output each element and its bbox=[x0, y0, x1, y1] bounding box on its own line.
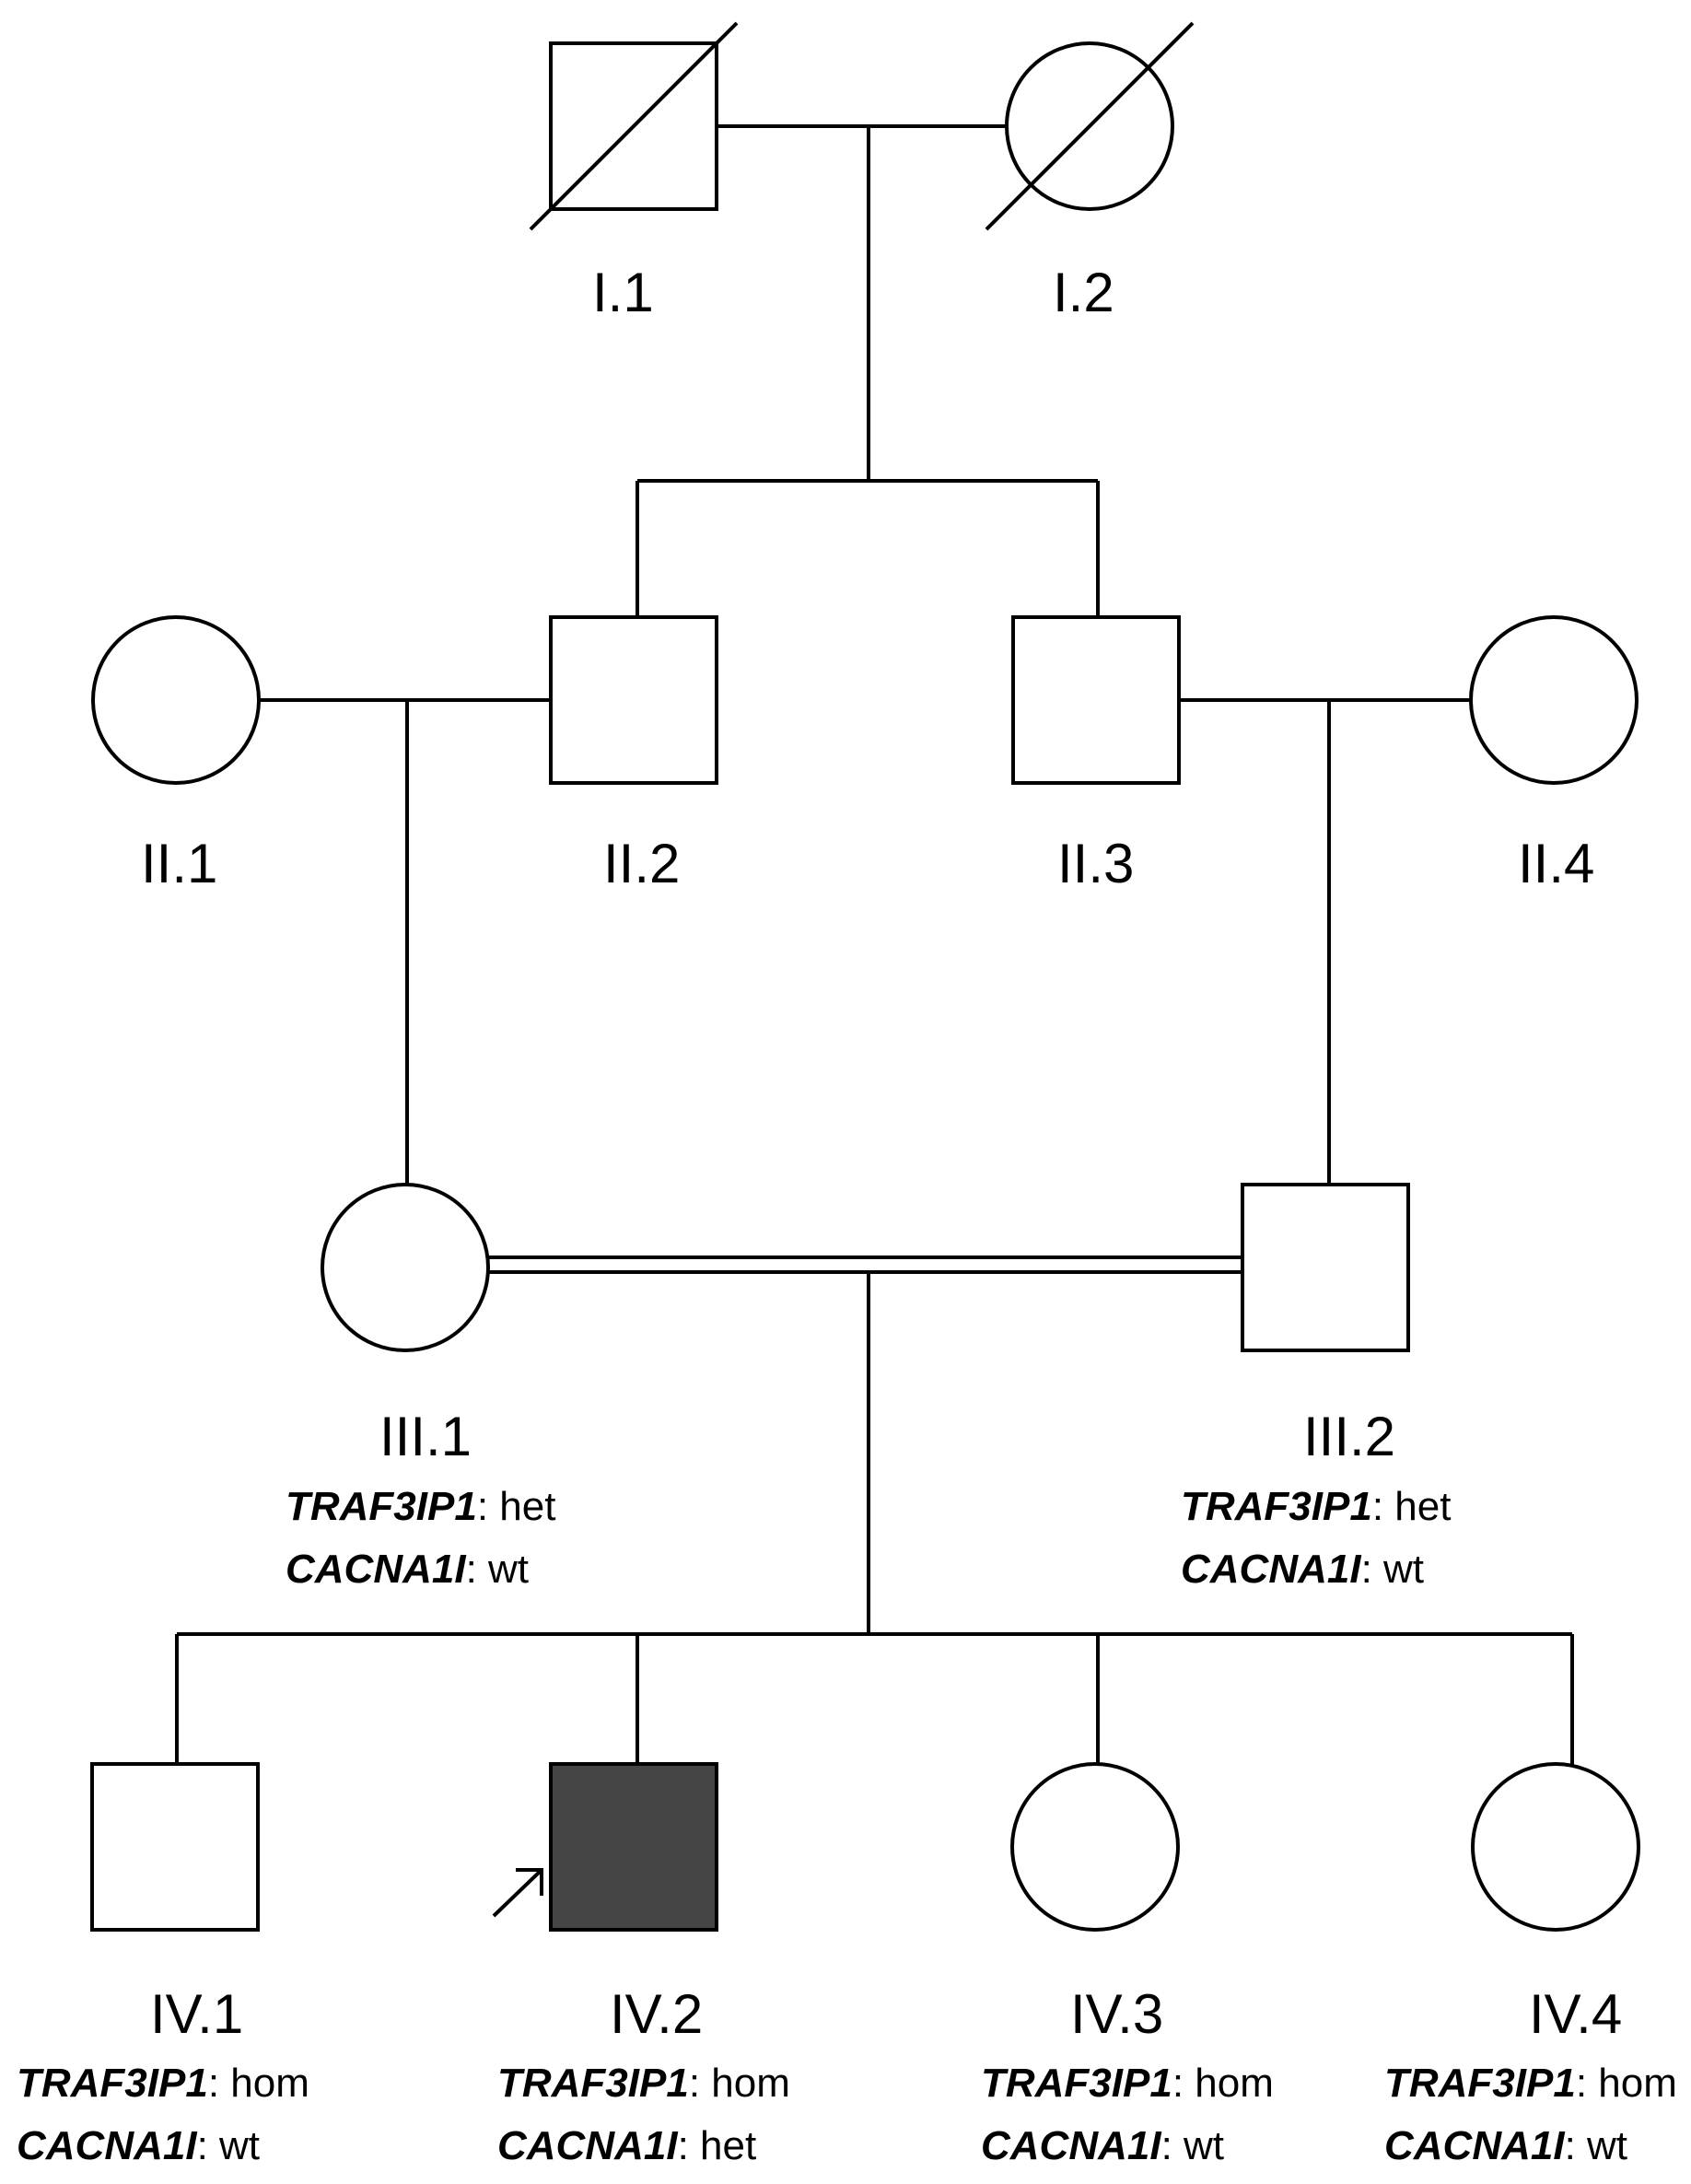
individual-label: I.2 bbox=[1053, 262, 1114, 323]
genotype-line: CACNA1I: wt bbox=[286, 1547, 529, 1592]
gene-name: CACNA1I bbox=[1181, 1547, 1361, 1592]
genotype-separator: : bbox=[1372, 1484, 1394, 1529]
gene-name: CACNA1I bbox=[17, 2123, 197, 2168]
genotype-separator: : bbox=[1161, 2123, 1184, 2168]
individual-label: II.1 bbox=[141, 833, 217, 894]
individual-ii-2: II.2 bbox=[549, 615, 718, 894]
genotype-status: hom bbox=[1195, 2061, 1274, 2106]
genotype-line: CACNA1I: wt bbox=[1181, 1547, 1424, 1592]
genotype-line: CACNA1I: wt bbox=[17, 2123, 260, 2168]
genotype-status: het bbox=[700, 2123, 756, 2168]
individual-label: IV.1 bbox=[150, 1983, 243, 2045]
gene-name: TRAF3IP1 bbox=[1384, 2061, 1576, 2106]
individual-label: III.2 bbox=[1303, 1406, 1395, 1467]
individual-ii-3: II.3 bbox=[1011, 615, 1181, 894]
genotype-separator: : bbox=[689, 2061, 711, 2106]
male-symbol bbox=[90, 1762, 260, 1932]
genotype-separator: : bbox=[1172, 2061, 1195, 2106]
genotype-line: TRAF3IP1: hom bbox=[497, 2061, 790, 2106]
genotype-separator: : bbox=[1576, 2061, 1598, 2106]
individual-label: II.4 bbox=[1518, 833, 1594, 894]
gene-name: TRAF3IP1 bbox=[286, 1484, 477, 1529]
genotype-line: CACNA1I: het bbox=[497, 2123, 756, 2168]
female-symbol bbox=[321, 1183, 490, 1352]
genotype-status: het bbox=[1394, 1484, 1451, 1529]
individual-ii-4: II.4 bbox=[1469, 615, 1639, 894]
gene-name: CACNA1I bbox=[497, 2123, 678, 2168]
genotype-line: TRAF3IP1: hom bbox=[17, 2061, 309, 2106]
genotype-line: CACNA1I: wt bbox=[981, 2123, 1224, 2168]
gene-name: CACNA1I bbox=[1384, 2123, 1565, 2168]
genotype-status: het bbox=[499, 1484, 555, 1529]
individual-label: II.2 bbox=[603, 833, 680, 894]
genotype-line: TRAF3IP1: het bbox=[286, 1484, 555, 1529]
male-symbol bbox=[1011, 615, 1181, 785]
genotype-separator: : bbox=[477, 1484, 499, 1529]
genotype-separator: : bbox=[466, 1547, 488, 1592]
genotype-separator: : bbox=[1565, 2123, 1587, 2168]
gene-name: TRAF3IP1 bbox=[17, 2061, 208, 2106]
gene-name: TRAF3IP1 bbox=[1181, 1484, 1372, 1529]
genotype-status: wt bbox=[218, 2123, 260, 2168]
genotype-status: wt bbox=[1382, 1547, 1424, 1592]
genotype-status: hom bbox=[1598, 2061, 1677, 2106]
genotype-line: TRAF3IP1: hom bbox=[981, 2061, 1274, 2106]
female-symbol bbox=[1010, 1762, 1180, 1932]
female-symbol bbox=[1469, 615, 1639, 785]
relationship-lines bbox=[175, 124, 1574, 1918]
male-symbol bbox=[549, 615, 718, 785]
genotype-line: TRAF3IP1: het bbox=[1181, 1484, 1451, 1529]
deceased-slash bbox=[529, 21, 739, 231]
gene-name: CACNA1I bbox=[981, 2123, 1161, 2168]
genotype-line: CACNA1I: wt bbox=[1384, 2123, 1627, 2168]
proband-arrowhead bbox=[516, 1868, 543, 1896]
individual-label: III.1 bbox=[379, 1406, 472, 1467]
genotype-status: hom bbox=[230, 2061, 309, 2106]
individual-label: I.1 bbox=[592, 262, 654, 323]
genotype-status: wt bbox=[487, 1547, 529, 1592]
gene-name: TRAF3IP1 bbox=[497, 2061, 689, 2106]
female-symbol bbox=[1471, 1762, 1640, 1932]
gene-name: TRAF3IP1 bbox=[981, 2061, 1172, 2106]
genotype-status: wt bbox=[1183, 2123, 1224, 2168]
individual-i-1: I.1 bbox=[529, 21, 739, 323]
genotype-separator: : bbox=[1361, 1547, 1383, 1592]
individual-label: IV.3 bbox=[1070, 1983, 1163, 2045]
individual-ii-1: II.1 bbox=[91, 615, 261, 894]
male-symbol bbox=[1241, 1183, 1410, 1352]
genotype-separator: : bbox=[678, 2123, 700, 2168]
individual-i-2: I.2 bbox=[985, 21, 1195, 323]
genotype-status: wt bbox=[1586, 2123, 1627, 2168]
proband-arrow bbox=[492, 1868, 543, 1918]
genotype-separator: : bbox=[197, 2123, 219, 2168]
individual-label: II.3 bbox=[1057, 833, 1134, 894]
affected-male-symbol bbox=[549, 1762, 718, 1932]
genotype-line: TRAF3IP1: hom bbox=[1384, 2061, 1677, 2106]
genotype-status: hom bbox=[711, 2061, 790, 2106]
individual-label: IV.2 bbox=[610, 1983, 703, 2045]
gene-name: CACNA1I bbox=[286, 1547, 466, 1592]
deceased-slash bbox=[985, 21, 1195, 231]
female-symbol bbox=[91, 615, 261, 785]
individual-label: IV.4 bbox=[1529, 1983, 1622, 2045]
genotype-separator: : bbox=[208, 2061, 230, 2106]
